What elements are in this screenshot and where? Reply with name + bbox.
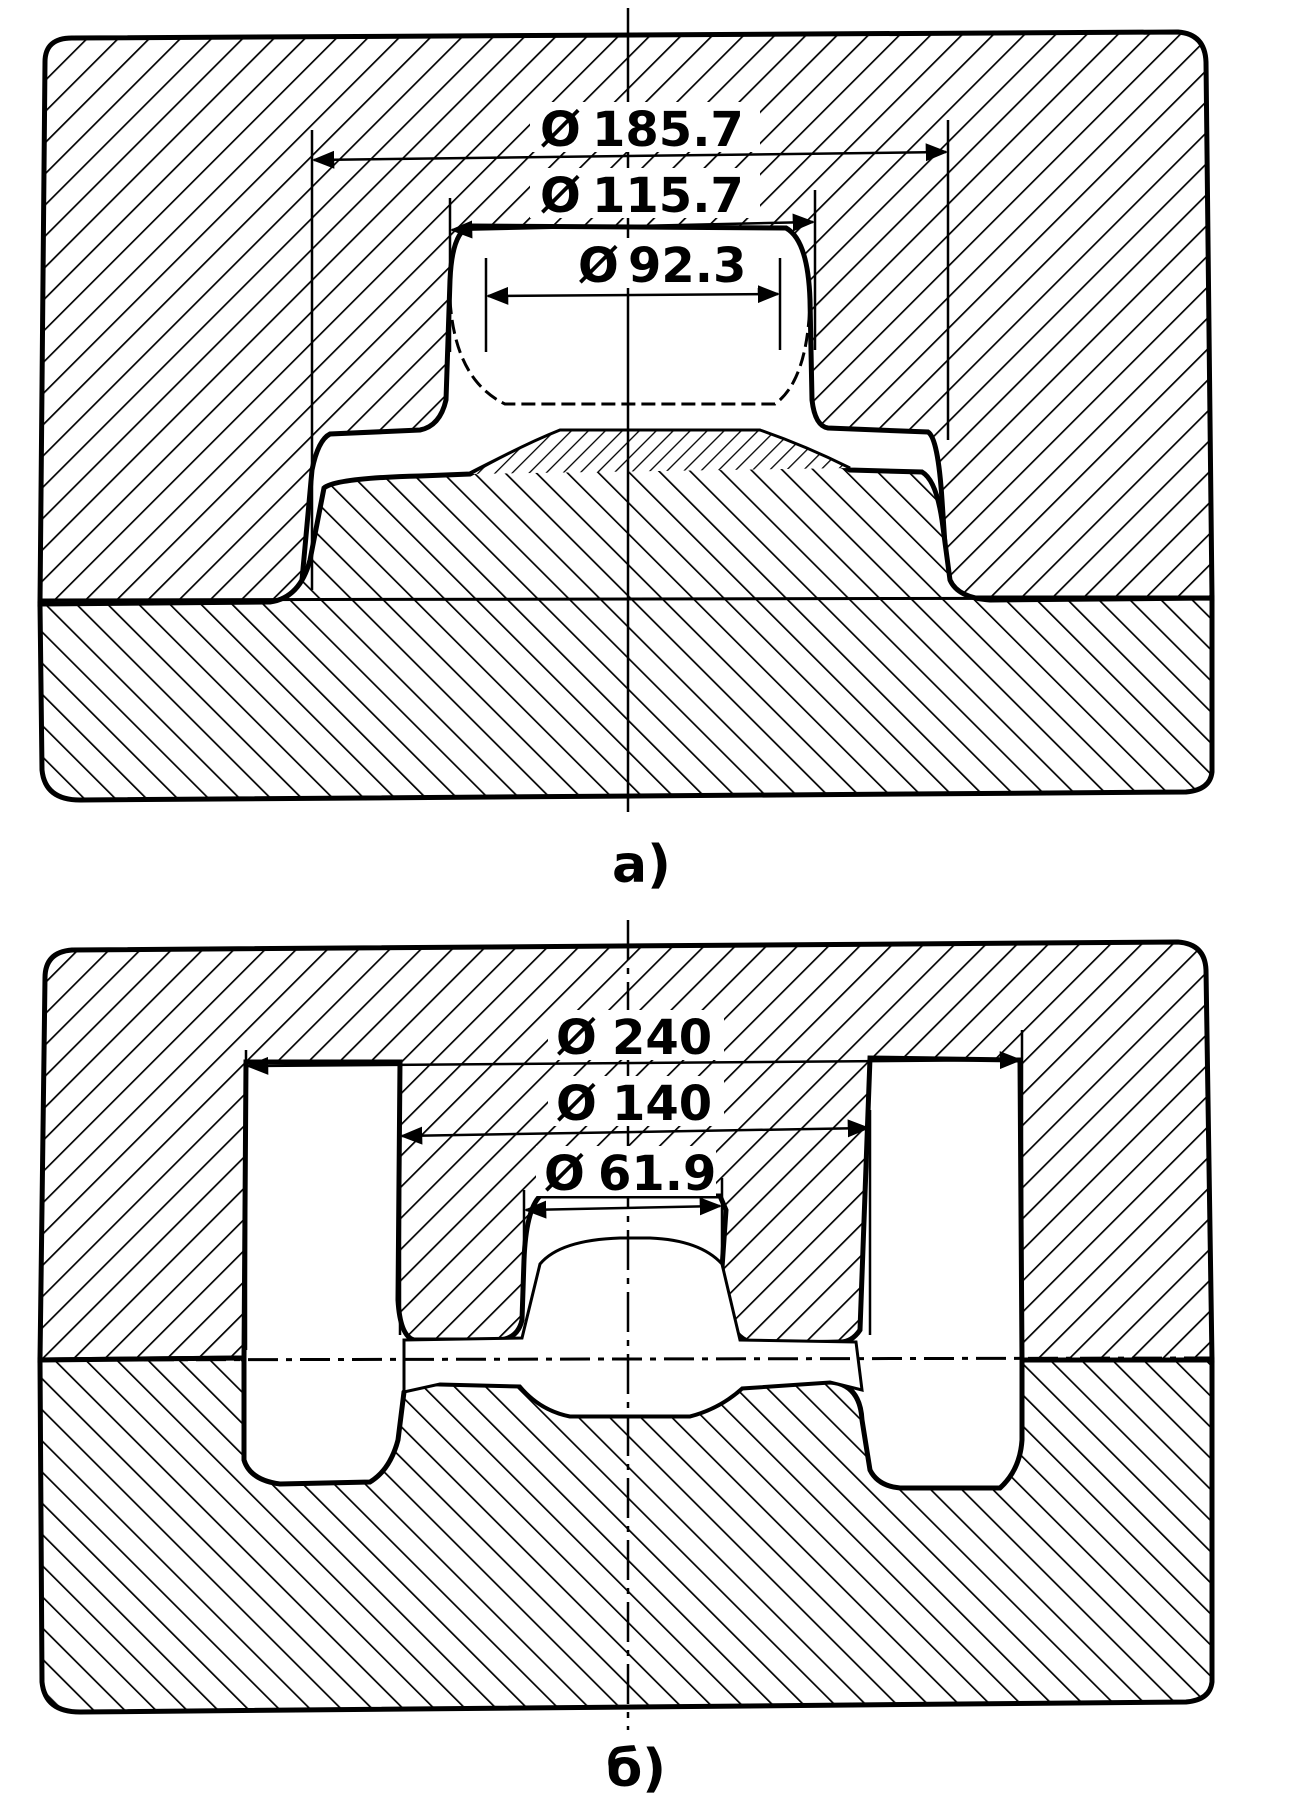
parting-line-a <box>39 596 1213 602</box>
diameter-symbol: Ø <box>556 1076 597 1132</box>
dim-line-b3 <box>523 1197 723 1219</box>
figure-b-caption: б) <box>606 1739 666 1799</box>
figure-a: Ø 185.7 Ø 115.7 Ø 92.3 <box>37 8 1215 812</box>
diameter-symbol: Ø <box>544 1146 585 1202</box>
diameter-symbol: Ø <box>540 168 581 224</box>
dim-value-b3: 61.9 <box>598 1146 716 1202</box>
dim-value-a1: 185.7 <box>592 102 744 158</box>
dim-label-a2: Ø 115.7 <box>530 168 760 224</box>
dim-line-b1 <box>245 1051 1023 1075</box>
forging-body-b <box>402 1236 864 1418</box>
diameter-symbol: Ø <box>578 238 619 294</box>
upper-die-a <box>37 29 1215 607</box>
dim-label-b3: Ø 61.9 <box>536 1146 716 1202</box>
dim-line-a2 <box>449 213 816 239</box>
diameter-symbol: Ø <box>556 1010 597 1066</box>
dim-label-a1: Ø 185.7 <box>530 102 760 158</box>
dim-line-a3 <box>485 285 781 305</box>
forging-web-a <box>448 299 812 406</box>
dim-value-b1: 240 <box>612 1010 712 1066</box>
diameter-symbol: Ø <box>540 102 581 158</box>
forging-flash-a <box>469 428 851 476</box>
dim-label-b1: Ø 240 <box>548 1010 724 1066</box>
dim-label-b2: Ø 140 <box>548 1076 724 1132</box>
dim-value-a2: 115.7 <box>592 168 744 224</box>
figure-a-caption: a) <box>612 835 671 895</box>
dim-value-b2: 140 <box>612 1076 712 1132</box>
dim-label-a3: Ø 92.3 <box>568 238 758 294</box>
figure-b: Ø 240 Ø 140 Ø 61.9 <box>37 920 1215 1730</box>
dim-value-a3: 92.3 <box>628 238 746 294</box>
parting-line-b <box>39 1356 1213 1362</box>
dim-line-b2 <box>399 1119 871 1145</box>
dim-line-a1 <box>311 143 949 169</box>
